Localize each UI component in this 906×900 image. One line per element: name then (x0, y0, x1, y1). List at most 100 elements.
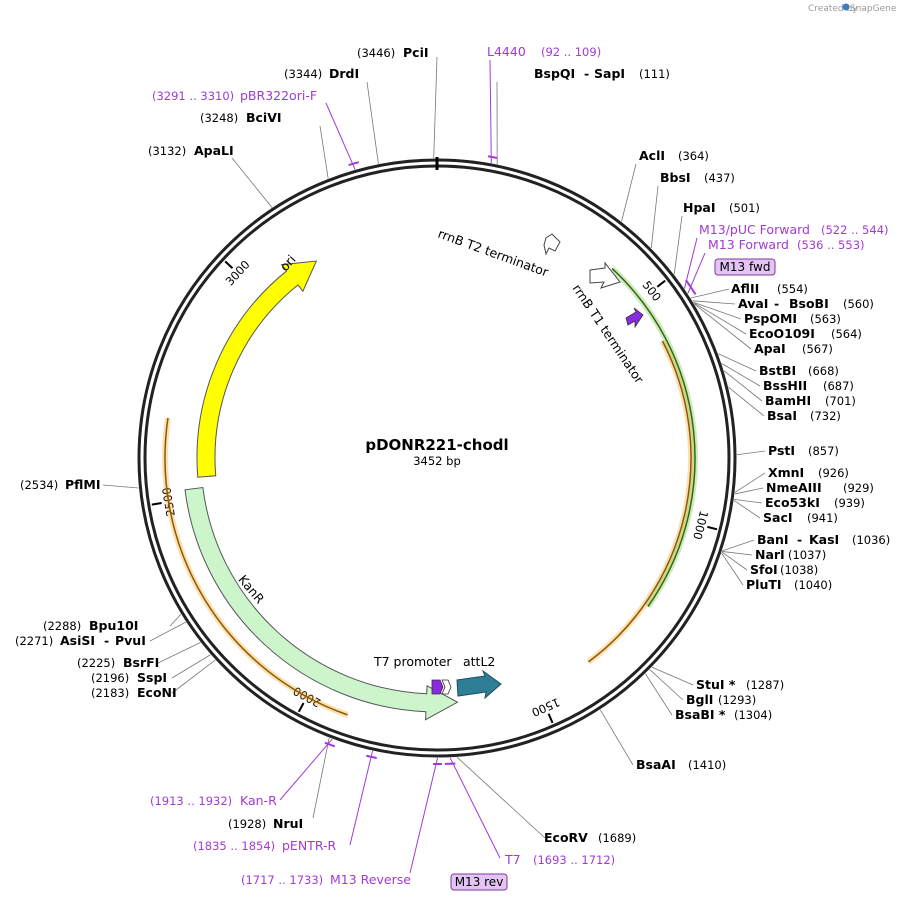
enzyme-pos-xmni: (926) (818, 466, 849, 480)
enzyme-ecoo109i: EcoO109I (749, 326, 815, 341)
primer-m13-puc-forward: M13/pUC Forward (699, 222, 810, 237)
primer-leader-1 (325, 102, 356, 170)
enzyme-pos-kasi: (1036) (852, 533, 890, 547)
enzyme-leader-12 (694, 303, 752, 350)
primer-box-m13-fwd-bg (714, 258, 776, 276)
enzyme-leader-29 (599, 709, 634, 766)
tick-mark-500 (656, 279, 666, 288)
primer-leader-7 (279, 738, 333, 801)
primer-l4440: L4440 (487, 44, 526, 59)
enzyme-ecorv: EcoRV (544, 830, 588, 845)
enzyme-leader-23 (722, 551, 753, 556)
enzyme-bamhi: BamHI (765, 393, 811, 408)
t7-promoter-arrow (431, 679, 444, 695)
enzyme-pos-pluti: (1040) (794, 578, 832, 592)
enzyme-bbsi: BbsI (660, 170, 691, 185)
tick-mark-2500 (151, 502, 162, 506)
enzyme-leader-28 (645, 673, 673, 716)
enzyme-pos-aflii: (554) (777, 282, 808, 296)
primer-range-m13-reverse: (1717 .. 1733) (241, 873, 323, 887)
tick-mark-1500 (547, 713, 554, 724)
enzyme-pos-acli: (364) (678, 149, 709, 163)
enzyme-pflmi: PflMI (65, 477, 101, 492)
enzyme-bsobi: BsoBI (789, 296, 829, 311)
primer-t7: T7 (504, 852, 521, 867)
enzyme-labels: (3446) PciI (3344) DrdI (3248) BciVI (31… (15, 45, 890, 845)
enzyme-stui: StuI * (696, 677, 736, 692)
primer-box-m13-rev-bg (450, 873, 508, 891)
orf-orange-right (588, 340, 692, 663)
backbone (137, 157, 737, 758)
enzyme-pos-bsobi: (560) (843, 297, 874, 311)
enzyme-sapi: SapI (594, 66, 625, 81)
plasmid-name: pDONR221-chodl (365, 436, 508, 454)
enzyme-pos-pspomi: (563) (810, 312, 841, 326)
enzyme-nmeaiii: NmeAIII (766, 480, 822, 495)
tick-mark-1000 (707, 525, 718, 531)
primer-box-m13-rev-label: M13 rev (455, 875, 504, 889)
enzyme-pos-apali: (3132) (148, 144, 186, 158)
enzyme-pos-psti: (857) (808, 444, 839, 458)
enzyme-leader-22 (722, 539, 755, 552)
enzyme-bsabi: BsaBI * (675, 707, 726, 722)
primer-box-m13-rev[interactable]: M13 rev (450, 873, 508, 891)
primer-range-t7: (1693 .. 1712) (533, 853, 615, 867)
enzyme-leader-36 (169, 613, 182, 627)
primer-leader-4 (449, 757, 501, 859)
credit-text: Created by (808, 4, 858, 14)
enzyme-leader-24 (721, 551, 748, 571)
enzyme-leader-13 (718, 353, 757, 372)
snapgene-logo-icon (842, 3, 850, 11)
enzyme-leader-3 (231, 157, 273, 208)
primer-range-m13-forward: (536 .. 553) (797, 238, 865, 252)
primer-kan-r: Kan-R (240, 793, 277, 808)
enzyme-xmni: XmnI (768, 465, 804, 480)
enzyme-bsshii: BssHII (763, 378, 807, 393)
enzyme-pos-econi: (2183) (91, 686, 129, 700)
primer-range-kan-r: (1913 .. 1932) (150, 794, 232, 808)
orf-orange-left (164, 417, 348, 716)
orf-orange-right-glow (586, 339, 694, 665)
enzyme-psti: PstI (768, 443, 795, 458)
primer-labels: L4440 (92 .. 109) (3291 .. 3310) pBR322o… (150, 44, 889, 887)
enzyme-asisi: AsiSI (60, 633, 95, 648)
enzyme-leader-16 (728, 386, 765, 417)
enzyme-pos-pcii: (3446) (357, 46, 395, 60)
enzyme-leader-34 (157, 642, 201, 664)
primer-range-pentr-r: (1835 .. 1854) (193, 839, 275, 853)
tick-label-1000: 1000 (690, 509, 711, 541)
enzyme-nari: NarI (755, 547, 785, 562)
rrnb-t1-arrow (589, 261, 621, 289)
enzyme-leader-33 (171, 654, 211, 679)
purple-feature-arrow (625, 307, 644, 329)
enzyme-bani: BanI (757, 532, 789, 547)
enzyme-leader-27 (649, 669, 684, 701)
enzyme-pluti: PluTI (746, 577, 782, 592)
snapgene-brand: SnapGene (850, 4, 897, 14)
enzyme-pos-sapi: (111) (639, 67, 670, 81)
enzyme-bcivi: BciVI (246, 110, 282, 125)
enzyme-aflii: AflII (731, 281, 759, 296)
plasmid-length: 3452 bp (413, 454, 461, 468)
primer-pentr-r: pENTR-R (282, 838, 337, 853)
enzyme-leader-14 (721, 363, 761, 387)
enzyme-pos-bamhi: (701) (825, 394, 856, 408)
primer-box-m13-fwd[interactable]: M13 fwd (714, 258, 776, 276)
attl2-label: attL2 (463, 654, 495, 669)
enzyme-pos-eco53ki: (939) (834, 496, 865, 510)
enzyme-avai: AvaI (738, 296, 768, 311)
enzyme-sep-asisi: - (104, 633, 109, 648)
enzyme-leader-26 (651, 666, 694, 686)
enzyme-eco53ki: Eco53kI (765, 495, 820, 510)
tick-mark-2000 (297, 702, 305, 713)
enzyme-bsaai: BsaAI (636, 757, 676, 772)
enzyme-sfoi: SfoI (750, 562, 778, 577)
ori-arrow (196, 260, 318, 478)
primer-m13-forward: M13 Forward (708, 237, 789, 252)
enzyme-leader-25 (721, 552, 744, 586)
enzyme-bsai: BsaI (767, 408, 797, 423)
enzyme-leader-11 (693, 302, 747, 335)
enzyme-drdi: DrdI (329, 66, 359, 81)
enzyme-leader-32 (171, 659, 216, 694)
enzyme-leader-35 (149, 621, 187, 642)
